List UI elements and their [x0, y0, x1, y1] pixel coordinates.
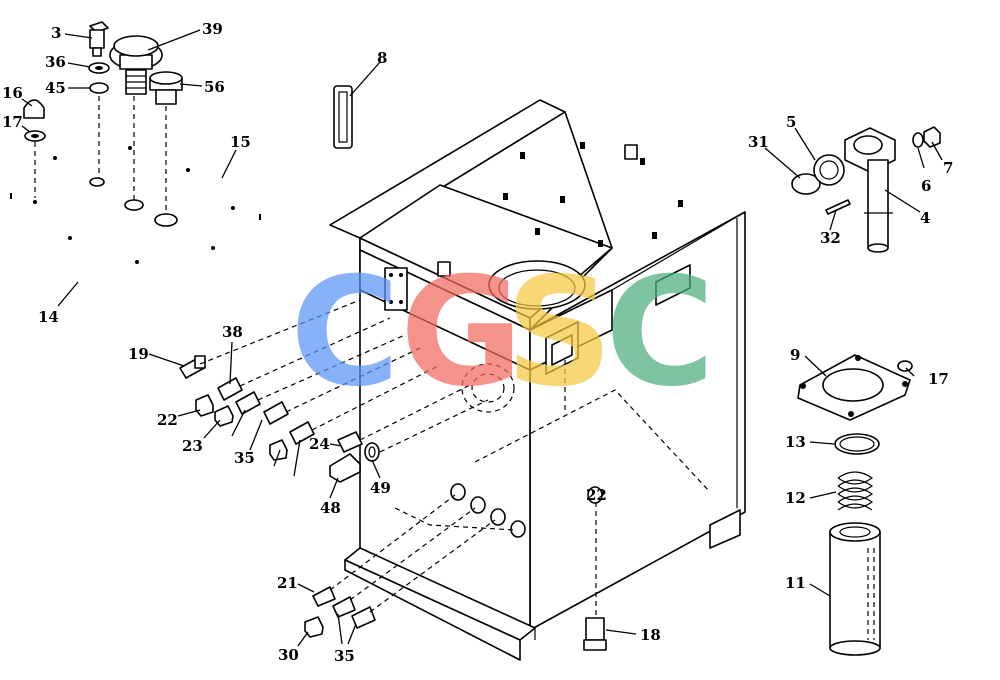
watermark-letter-3: S [505, 246, 613, 420]
callout-24: 24 [309, 435, 330, 453]
return-filter-assembly [797, 354, 913, 656]
callout-23: 23 [182, 437, 203, 455]
callout-9: 9 [790, 346, 800, 364]
callout-4: 4 [920, 209, 930, 227]
callout-5: 5 [786, 113, 796, 131]
callout-15: 15 [230, 133, 251, 151]
callout-3: 3 [51, 24, 61, 42]
callout-31: 31 [748, 133, 769, 151]
callout-32: 32 [820, 229, 841, 247]
watermark-letter-4: C [605, 246, 715, 420]
callout-17-right: 17 [928, 370, 949, 388]
callout-21: 21 [277, 574, 298, 592]
fittings-group [179, 299, 607, 651]
callout-30: 30 [278, 646, 299, 664]
cgsc-watermark: C G S C [290, 246, 715, 420]
callout-7: 7 [943, 159, 953, 177]
callout-18: 18 [640, 626, 661, 644]
callout-17-left: 17 [2, 113, 23, 131]
callout-16: 16 [2, 84, 23, 102]
leader-lines [21, 29, 943, 647]
callout-38: 38 [222, 323, 243, 341]
callout-22-tank: 22 [586, 486, 607, 504]
callout-19: 19 [128, 345, 149, 363]
callout-22-left: 22 [157, 411, 178, 429]
callout-6: 6 [921, 177, 931, 195]
callout-12: 12 [785, 489, 806, 507]
callout-35-lower: 35 [334, 647, 355, 665]
callout-36: 36 [45, 53, 66, 71]
callout-49: 49 [370, 479, 391, 497]
callout-8: 8 [377, 49, 387, 67]
callout-56: 56 [204, 78, 225, 96]
hydraulic-tank [329, 99, 746, 661]
suction-pipe-assembly [791, 126, 941, 253]
watermark-letter-2: G [400, 246, 523, 420]
callout-48: 48 [320, 499, 341, 517]
callout-39: 39 [202, 20, 223, 38]
callout-14: 14 [38, 308, 59, 326]
callout-45: 45 [45, 79, 66, 97]
callout-35-upper: 35 [234, 449, 255, 467]
callout-11: 11 [785, 574, 806, 592]
filler-cap-assembly [10, 21, 261, 264]
callout-numbers: 3 39 36 45 56 16 17 8 15 5 31 6 7 4 32 1… [2, 20, 953, 665]
sight-gauge [333, 85, 353, 149]
watermark-letter-1: C [290, 246, 400, 420]
callout-13: 13 [785, 433, 806, 451]
